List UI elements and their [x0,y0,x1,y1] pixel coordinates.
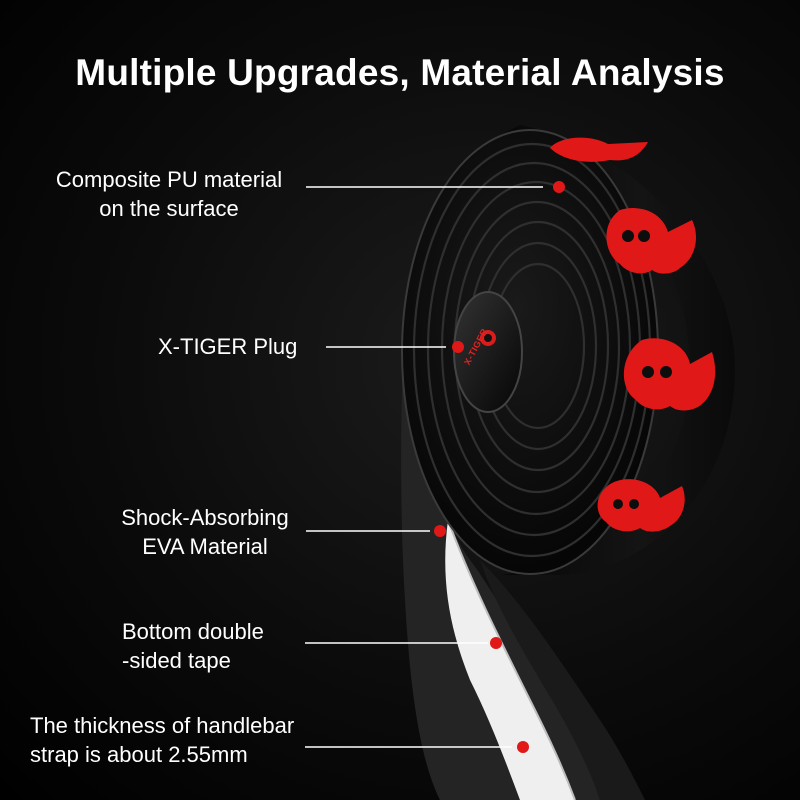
callout-line-1: The thickness of handlebar [30,713,295,738]
callout-line-1: Bottom double [122,619,264,644]
callout-double-sided-tape: Bottom double -sided tape [122,617,286,675]
callout-lines [305,186,543,748]
callout-dot [434,525,446,537]
callout-line-2: EVA Material [142,534,268,559]
callout-dot [553,181,565,193]
callout-thickness: The thickness of handlebar strap is abou… [30,711,294,769]
callout-dot [517,741,529,753]
callout-dots [434,181,565,753]
callout-plug: X-TIGER Plug [158,332,297,361]
callout-dot [452,341,464,353]
callout-eva-material: Shock-Absorbing EVA Material [110,503,300,561]
callout-line-1: Shock-Absorbing [121,505,289,530]
callout-line-1: Composite PU material [55,167,283,192]
page-title: Multiple Upgrades, Material Analysis [75,52,725,93]
callout-line-2: on the surface [99,196,239,221]
callout-line-2: -sided tape [122,648,231,673]
skull-prints [550,137,716,532]
callout-pu-material: Composite PU material on the surface [40,165,298,223]
callout-line-2: strap is about 2.55mm [30,742,248,767]
callout-line-1: X-TIGER Plug [158,334,298,359]
x-tiger-plug [453,291,523,413]
callout-dot [490,637,502,649]
unrolled-tape-tail [401,330,645,800]
